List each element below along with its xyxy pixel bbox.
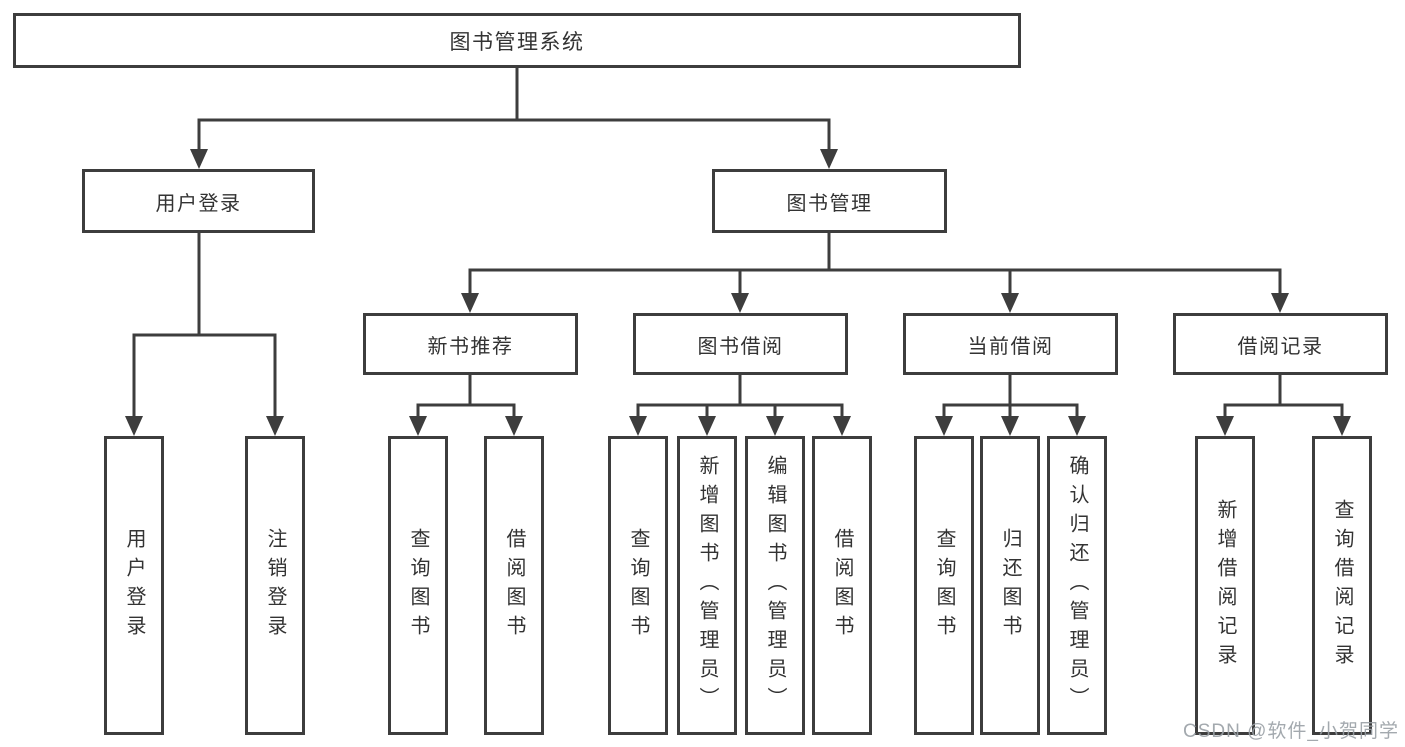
csdn-watermark: CSDN @软件_小贺同学 <box>1183 721 1399 742</box>
leaf-nb-borrow-books: 借阅图书 <box>484 436 544 735</box>
leaf-label: 新增借阅记录 <box>1214 498 1236 673</box>
leaf-label: 编辑图书（管理员） <box>764 455 786 716</box>
leaf-label: 查询图书 <box>933 527 955 644</box>
leaf-cb-return-books: 归还图书 <box>980 436 1040 735</box>
leaf-label: 确认归还（管理员） <box>1066 455 1088 716</box>
connector-lines <box>132 68 1344 417</box>
leaf-user-login: 用户登录 <box>104 436 164 735</box>
leaf-bb-add-books-admin: 新增图书（管理员） <box>677 436 737 735</box>
leaf-logout: 注销登录 <box>245 436 305 735</box>
node-new-book-recommend: 新书推荐 <box>363 313 578 375</box>
leaf-br-query-record: 查询借阅记录 <box>1312 436 1372 735</box>
leaf-br-add-record: 新增借阅记录 <box>1195 436 1255 735</box>
leaf-label: 查询图书 <box>627 527 649 644</box>
leaf-label: 用户登录 <box>123 527 145 644</box>
node-current-borrow: 当前借阅 <box>903 313 1118 375</box>
leaf-label: 借阅图书 <box>831 527 853 644</box>
leaf-cb-confirm-return-admin: 确认归还（管理员） <box>1047 436 1107 735</box>
leaf-bb-borrow-books: 借阅图书 <box>812 436 872 735</box>
leaf-label: 借阅图书 <box>503 527 525 644</box>
leaf-label: 查询借阅记录 <box>1331 498 1353 673</box>
leaf-label: 注销登录 <box>264 527 286 644</box>
leaf-label: 归还图书 <box>999 527 1021 644</box>
leaf-nb-query-books: 查询图书 <box>388 436 448 735</box>
leaf-bb-query-books: 查询图书 <box>608 436 668 735</box>
leaf-bb-edit-books-admin: 编辑图书（管理员） <box>745 436 805 735</box>
node-user-login: 用户登录 <box>82 169 315 233</box>
leaf-label: 新增图书（管理员） <box>696 455 718 716</box>
node-borrow-records: 借阅记录 <box>1173 313 1388 375</box>
node-root-system: 图书管理系统 <box>13 13 1021 68</box>
node-book-borrow: 图书借阅 <box>633 313 848 375</box>
leaf-cb-query-books: 查询图书 <box>914 436 974 735</box>
leaf-label: 查询图书 <box>407 527 429 644</box>
node-book-management: 图书管理 <box>712 169 947 233</box>
